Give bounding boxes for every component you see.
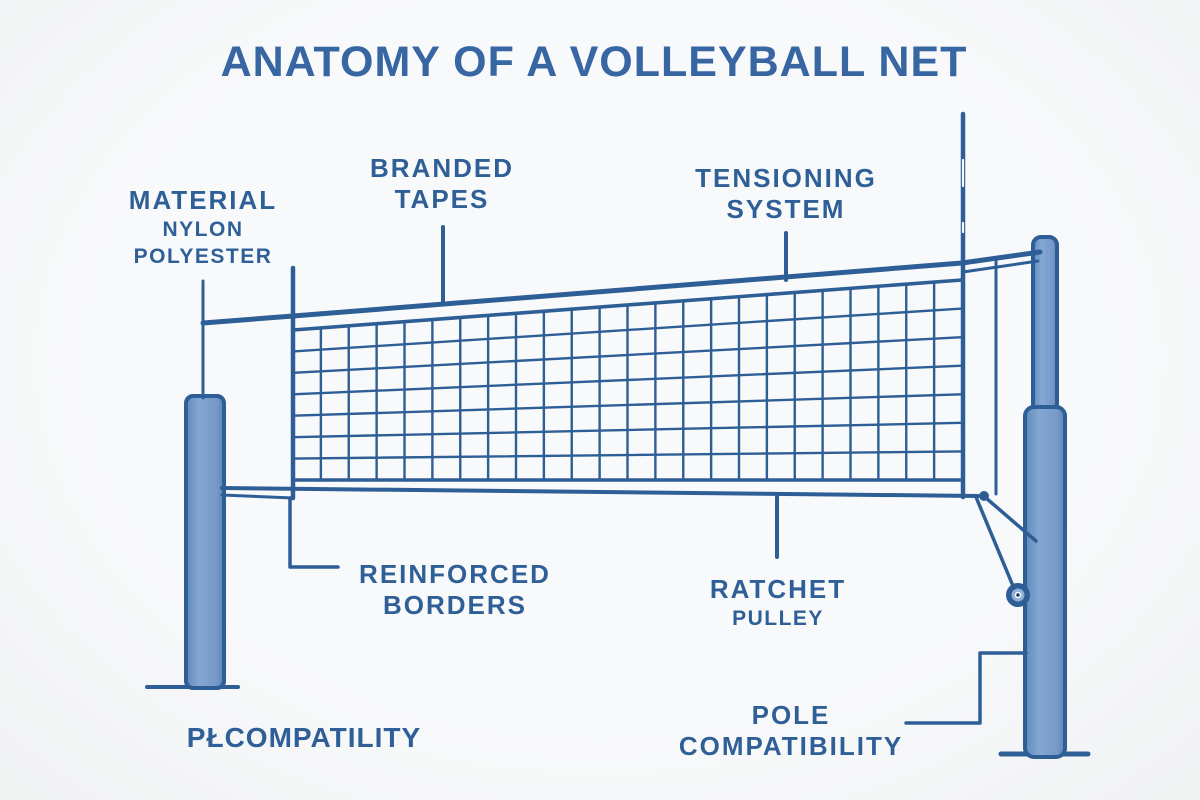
right-pole-pad <box>1023 405 1067 759</box>
ratchet-sub-pulley: PULLEY <box>732 607 824 630</box>
ratchet-title: RATCHET <box>709 574 847 604</box>
bottom-cable <box>220 486 980 498</box>
material-sub-polyester: POLYESTER <box>133 245 273 268</box>
net-mesh-horizontal <box>291 335 964 375</box>
net-mesh-horizontal <box>291 421 964 439</box>
label-ratchet-pulley: RATCHET PULLEY <box>710 574 846 632</box>
net-mesh-horizontal <box>291 450 964 460</box>
pulley-axle <box>1014 591 1022 599</box>
reinforced-borders-leader <box>288 496 340 569</box>
right-pole-upper <box>1031 235 1059 419</box>
diagram-title: ANATOMY OF A VOLLEYBALL NET <box>220 38 968 86</box>
material-title: MATERIAL <box>128 185 278 215</box>
material-sub-nylon: NYLON <box>162 218 244 241</box>
net-mesh-horizontal <box>291 393 964 417</box>
bottom-left-caption: PŁCOMPATILITY <box>186 722 422 753</box>
label-reinforced-borders: REINFORCED BORDERS <box>359 559 551 620</box>
left-pole <box>184 394 226 690</box>
net-top-border <box>291 278 964 332</box>
pole-brace-cable <box>984 496 1038 543</box>
label-material: MATERIAL NYLON POLYESTER <box>129 185 277 270</box>
label-pole-compatibility: POLE COMPATIBILITY <box>678 700 904 761</box>
label-branded-tapes: BRANDED TAPES <box>370 153 514 214</box>
upper-right-cable <box>961 259 1040 274</box>
cable-knot <box>979 491 989 501</box>
pole-compatibility-leader <box>904 651 1028 725</box>
label-tensioning-system: TENSIONING SYSTEM <box>695 163 877 224</box>
net-mesh-horizontal <box>291 364 964 396</box>
lower-left-cable <box>220 493 295 500</box>
net-mesh-horizontal <box>291 307 964 353</box>
top-cable <box>200 249 1043 326</box>
pulley-cable <box>974 495 1015 588</box>
